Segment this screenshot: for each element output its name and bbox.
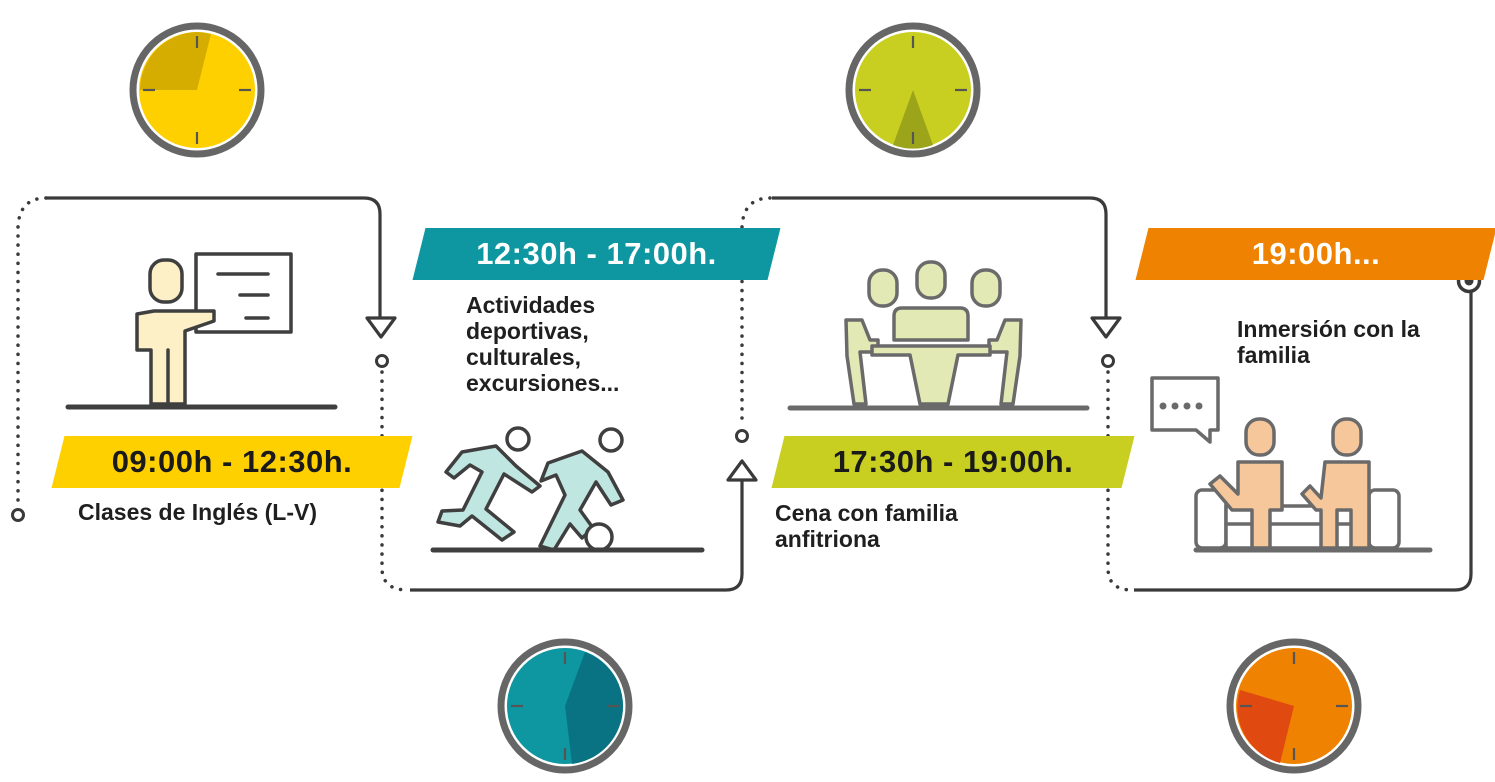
step-description: Clases de Inglés (L-V) xyxy=(78,499,318,525)
arrow-icon xyxy=(365,316,1122,482)
timeline-connector xyxy=(46,196,1473,592)
teacher-board-icon xyxy=(65,252,338,410)
family-dinner-icon xyxy=(787,260,1090,411)
time-banner: 12:30h - 17:00h. xyxy=(419,228,774,280)
time-label: 12:30h - 17:00h. xyxy=(476,236,717,271)
clock-icon xyxy=(497,638,633,774)
step-description: Actividades deportivas, culturales, excu… xyxy=(466,292,620,396)
step-description: Inmersión con la familia xyxy=(1237,316,1420,368)
dotted-connector xyxy=(16,196,1134,592)
time-label: 09:00h - 12:30h. xyxy=(111,444,353,479)
clock-icon xyxy=(845,22,981,158)
time-banner: 17:30h - 19:00h. xyxy=(778,436,1128,488)
family-conversation-icon xyxy=(1150,376,1433,553)
soccer-players-icon xyxy=(430,426,705,553)
time-label: 17:30h - 19:00h. xyxy=(832,444,1074,479)
time-label: 19:00h... xyxy=(1251,236,1381,271)
time-banner: 09:00h - 12:30h. xyxy=(58,436,406,488)
endpoint-dot xyxy=(11,354,1115,522)
clock-icon xyxy=(1226,638,1362,774)
clock-icon xyxy=(129,22,265,158)
time-banner: 19:00h... xyxy=(1142,228,1490,280)
step-description: Cena con familia anfitriona xyxy=(775,500,958,552)
